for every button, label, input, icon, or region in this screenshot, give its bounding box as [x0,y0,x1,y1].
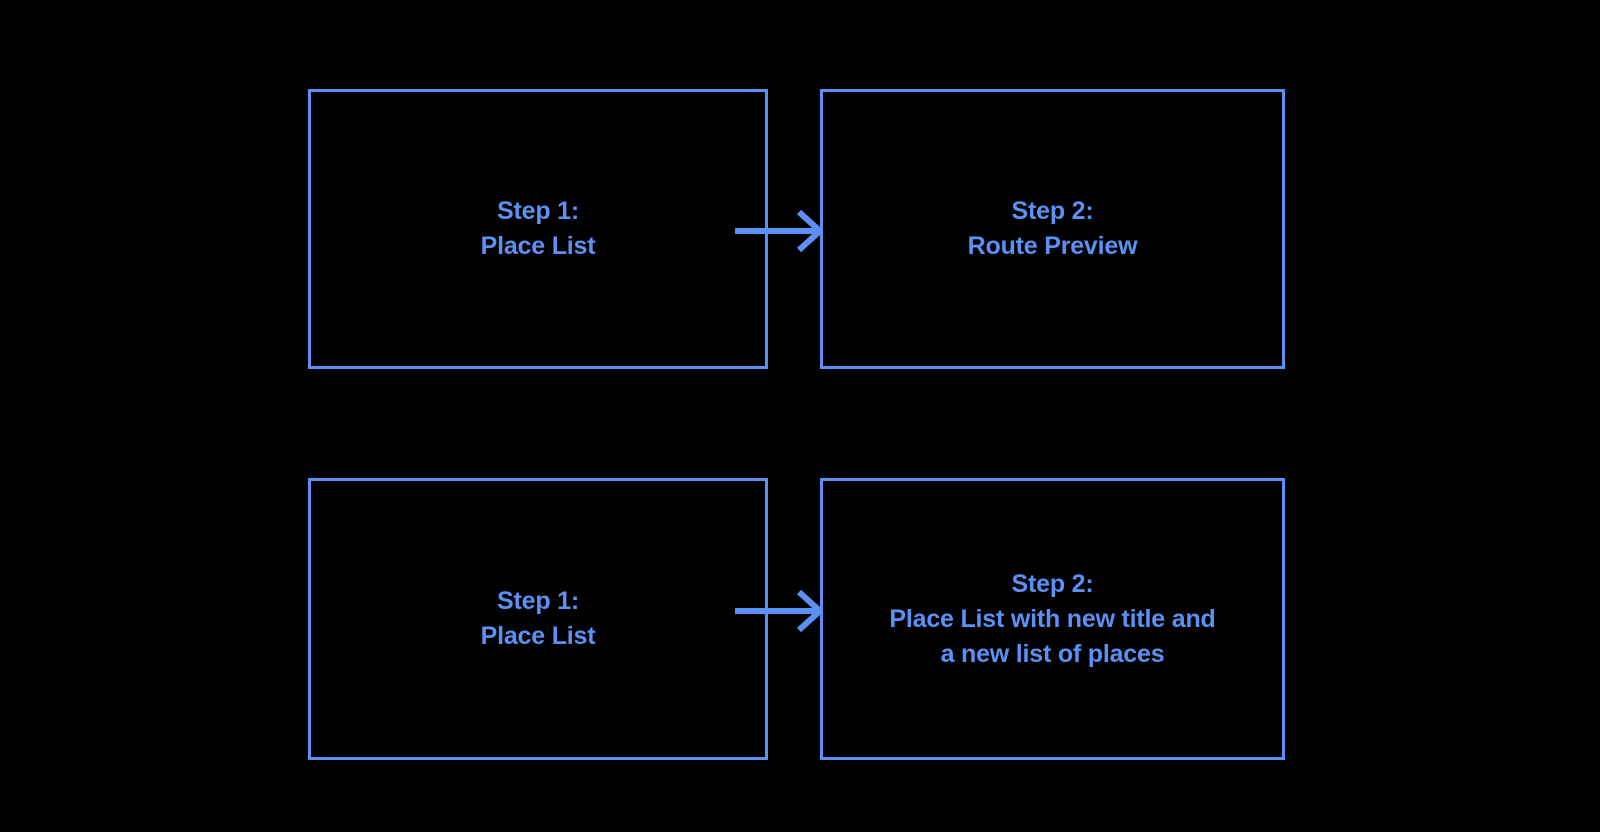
flow-step-box-row1-step1[interactable]: Step 1: Place List [308,89,768,369]
flow-connector-row1 [733,209,823,253]
flow-step-box-row2-step1[interactable]: Step 1: Place List [308,478,768,760]
flow-connector-row2 [733,589,823,633]
flow-step-box-row1-step2[interactable]: Step 2: Route Preview [820,89,1285,369]
flow-step-label: Step 2: Route Preview [967,197,1138,260]
arrow-right-icon [735,209,823,253]
flow-step-label: Step 1: Place List [480,197,596,260]
flow-step-label: Step 2: Place List with new title and a … [889,569,1216,668]
flow-step-box-row2-step2[interactable]: Step 2: Place List with new title and a … [820,478,1285,760]
flow-step-label: Step 1: Place List [480,587,596,650]
arrow-right-icon [735,589,823,633]
